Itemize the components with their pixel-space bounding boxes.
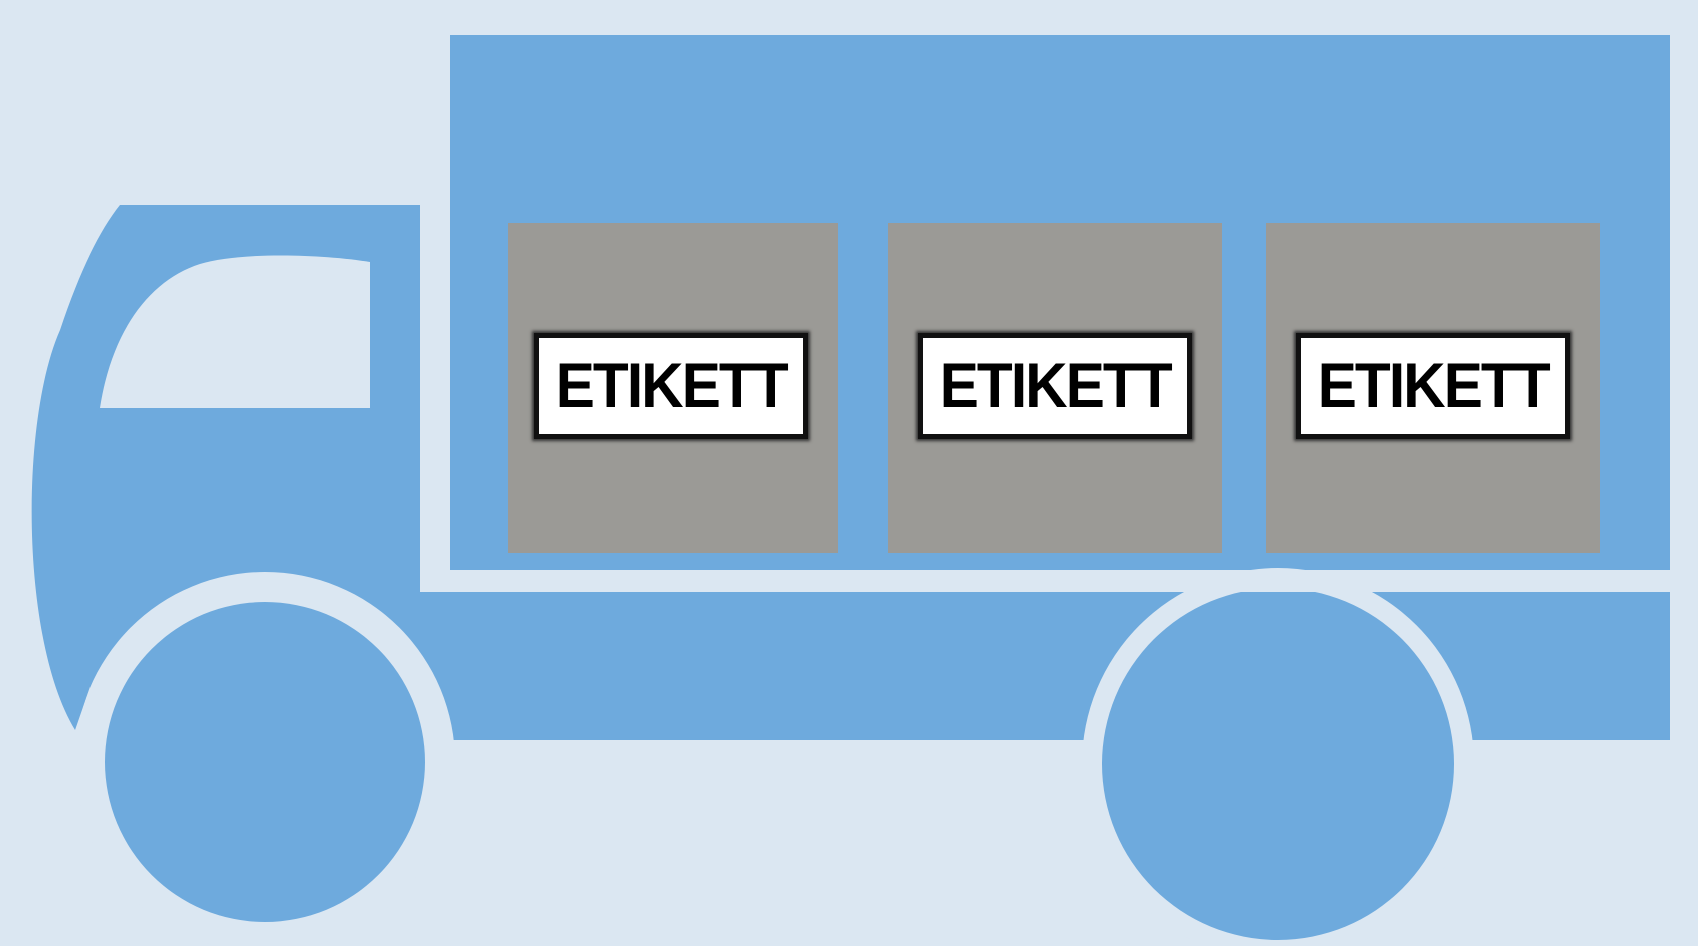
cargo-box-1: ETIKETT: [508, 223, 838, 553]
cargo-label-3: ETIKETT: [1296, 333, 1570, 439]
front-wheel: [105, 602, 425, 922]
cargo-box-2: ETIKETT: [888, 223, 1222, 553]
truck-cab-window: [100, 255, 370, 408]
rear-wheel: [1102, 588, 1454, 940]
cargo-label-text-2: ETIKETT: [939, 351, 1172, 421]
cargo-label-text-3: ETIKETT: [1317, 351, 1550, 421]
cab-cargo-gap: [424, 35, 450, 590]
cargo-box-3: ETIKETT: [1266, 223, 1600, 553]
cargo-label-2: ETIKETT: [918, 333, 1192, 439]
cargo-label-text-1: ETIKETT: [555, 351, 788, 421]
cargo-bottom-gap: [424, 570, 1670, 592]
cargo-label-1: ETIKETT: [534, 333, 808, 439]
